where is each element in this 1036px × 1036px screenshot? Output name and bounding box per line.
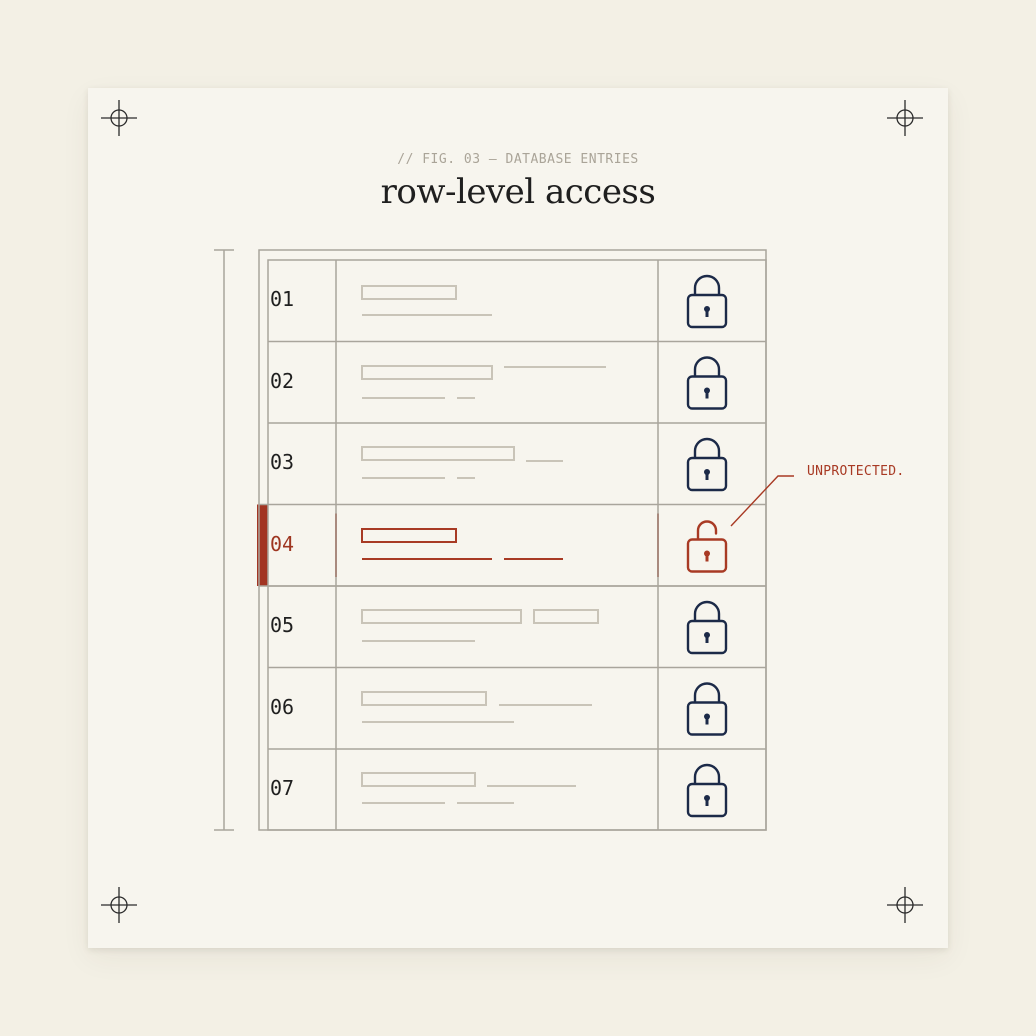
padlock-closed-icon [686,763,728,818]
placeholder-field-box [361,446,515,461]
database-table-diagram [214,249,794,831]
annotation-leader-line [730,475,794,527]
height-dimension-bracket [214,249,234,831]
table-row [268,666,766,736]
crosshair-icon [101,887,137,923]
figure-caption: // FIG. 03 — DATABASE ENTRIES [397,152,639,167]
row-number: 02 [270,368,295,393]
placeholder-field-box [361,365,493,380]
table-row [268,748,766,818]
padlock-closed-icon [686,356,728,410]
unprotected-annotation: UNPROTECTED. [807,464,905,479]
placeholder-field-box [361,691,487,706]
crosshair-icon [887,100,923,136]
placeholder-field-box [361,285,457,300]
row-number: 06 [270,694,295,719]
row-number: 03 [270,450,295,474]
table-frame [258,249,767,831]
row-number: 07 [270,776,295,800]
placeholder-field-box [361,609,522,624]
table-row [268,422,766,492]
crosshair-icon [887,887,923,923]
alert-marker [257,504,268,586]
table-row [268,585,766,655]
padlock-closed-icon [686,600,728,655]
figure-title: row-level access [380,172,656,212]
padlock-closed-icon [686,437,728,492]
padlock-closed-icon [686,274,728,329]
row-number: 01 [270,287,295,311]
placeholder-field-box [361,772,476,787]
table-row [268,340,766,410]
padlock-closed-icon [686,682,728,736]
row-number: 05 [270,613,295,637]
padlock-open-icon [686,520,728,573]
row-number: 04 [270,531,295,556]
figure-card: // FIG. 03 — DATABASE ENTRIES row-level … [88,88,948,948]
placeholder-field-box [361,528,457,543]
placeholder-field-box [533,609,599,624]
table-row [361,274,728,329]
crosshair-icon [101,100,137,136]
